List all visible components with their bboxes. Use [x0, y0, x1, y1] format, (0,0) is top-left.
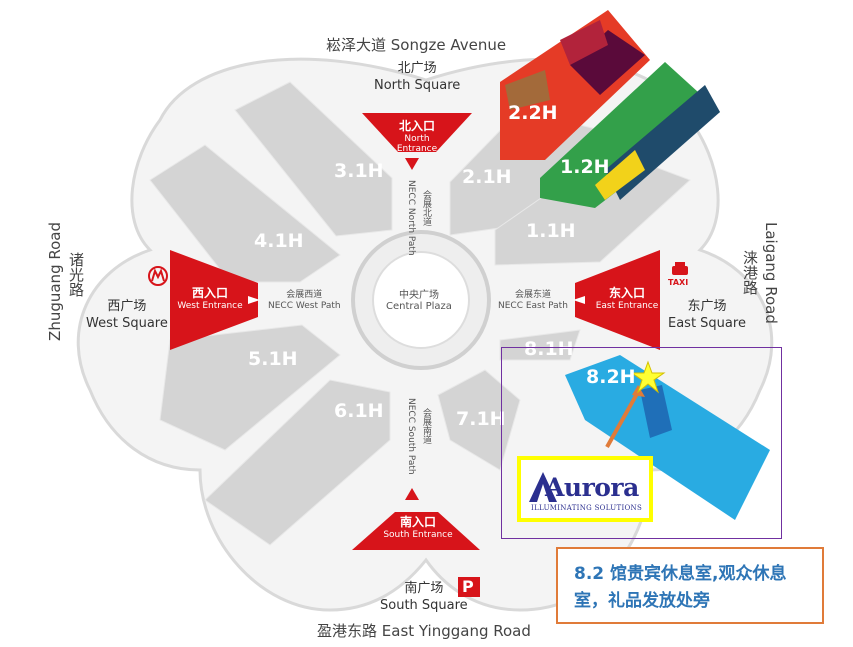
south-square-cn: 南广场 [404, 581, 444, 596]
west-square-cn: 西广场 [107, 299, 147, 314]
info-box: 8.2 馆贵宾休息室,观众休息室，礼品发放处旁 [556, 547, 824, 624]
hall-4-1 [149, 144, 341, 283]
west-entrance-cn: 西入口 [191, 286, 228, 300]
hall-8-2-highlight-frame [501, 347, 782, 539]
road-west-en: Zhuguang Road [46, 222, 64, 341]
north-path-cn: 会展北道 [421, 190, 431, 226]
taxi-icon [672, 262, 688, 275]
aurora-logo-box: Aurora ILLUMINATING SOLUTIONS [517, 456, 653, 522]
road-east-cn: 涞港路 [741, 250, 759, 295]
hall-8-2 [565, 355, 770, 520]
west-entrance-en: West Entrance [177, 301, 243, 311]
aurora-logo-word: Aurora [545, 473, 639, 502]
east-entrance-marker [575, 250, 660, 350]
central-plaza-ring [351, 230, 491, 370]
north-arrow-icon [405, 158, 419, 170]
hall-8-2-label: 8.2H [586, 366, 636, 388]
south-entrance-label: 南入口 South Entrance [374, 513, 462, 540]
south-arrow-icon [405, 488, 419, 500]
hall-2-1-label: 2.1H [462, 166, 512, 188]
road-east-en: Laigang Road [762, 222, 780, 324]
road-north: 崧泽大道 Songze Avenue [326, 36, 507, 54]
west-path-label: 会展西道 NECC West Path [268, 290, 341, 312]
south-path-cn: 会展南道 [421, 408, 431, 444]
road-west-cn: 诸光路 [67, 252, 85, 297]
south-path-en: NECC South Path [406, 398, 416, 475]
hall-5-1 [159, 324, 341, 451]
north-entrance-label: 北入口 North Entrance [392, 117, 442, 154]
hall-1-2-label: 1.2H [560, 156, 610, 178]
pointer-arrow [605, 391, 640, 448]
west-path-cn: 会展西道 [286, 290, 323, 300]
north-entrance-marker [362, 113, 472, 152]
east-square-label: 东广场 East Square [668, 298, 746, 332]
plaza-en: Central Plaza [386, 301, 452, 312]
hall-8-1-label: 8.1H [524, 338, 574, 360]
south-entrance-en: South Entrance [383, 530, 453, 540]
east-arrow-icon [573, 296, 585, 304]
road-south: 盈港东路 East Yinggang Road [317, 622, 531, 640]
hall-5-1-label: 5.1H [248, 348, 298, 370]
metro-icon [148, 266, 168, 286]
west-square-label: 西广场 West Square [86, 298, 168, 332]
north-entrance-en2: Entrance [396, 144, 438, 154]
south-entrance-marker [352, 512, 480, 550]
south-square-label: 南广场 South Square [380, 580, 468, 614]
hall-1-1-label: 1.1H [526, 220, 576, 242]
east-square-en: East Square [668, 316, 746, 331]
east-path-en: NECC East Path [498, 301, 568, 311]
hall-1-2 [540, 62, 720, 208]
east-path-label: 会展东道 NECC East Path [498, 290, 568, 312]
north-square-cn: 北广场 [397, 61, 437, 76]
info-text: 8.2 馆贵宾休息室,观众休息室，礼品发放处旁 [574, 564, 787, 611]
east-square-cn: 东广场 [687, 299, 727, 314]
hall-7-1 [437, 369, 521, 471]
hall-6-1 [204, 379, 391, 546]
hall-6-1-label: 6.1H [334, 400, 384, 422]
north-path-en: NECC North Path [406, 180, 416, 256]
hall-7-1-label: 7.1H [456, 408, 506, 430]
aurora-logo-icon [529, 472, 557, 502]
north-square-en: North Square [374, 78, 461, 93]
east-entrance-label: 东入口 East Entrance [592, 284, 662, 311]
hall-3-1 [234, 81, 393, 237]
east-entrance-en: East Entrance [595, 301, 659, 311]
north-entrance-en1: North [404, 134, 430, 144]
east-path-cn: 会展东道 [514, 290, 551, 300]
west-entrance-marker [170, 250, 258, 350]
parking-letter: P [462, 577, 474, 596]
west-entrance-label: 西入口 West Entrance [174, 284, 246, 311]
west-path-en: NECC West Path [268, 301, 341, 311]
south-entrance-cn: 南入口 [399, 515, 436, 529]
aurora-logo-tagline: ILLUMINATING SOLUTIONS [531, 504, 643, 512]
north-square-label: 北广场 North Square [374, 60, 460, 94]
hall-2-2-label: 2.2H [508, 102, 558, 124]
west-square-en: West Square [86, 316, 168, 331]
hall-8-1 [499, 329, 581, 361]
east-entrance-cn: 东入口 [608, 286, 645, 300]
hall-4-1-label: 4.1H [254, 230, 304, 252]
hall-3-1-label: 3.1H [334, 160, 384, 182]
hall-2-2 [500, 10, 650, 160]
south-square-en: South Square [380, 598, 468, 613]
plaza-cn: 中央广场 [398, 290, 439, 301]
north-entrance-cn: 北入口 [398, 119, 435, 133]
parking-icon [458, 577, 480, 597]
star-icon [630, 360, 666, 394]
west-arrow-icon [248, 296, 260, 304]
central-plaza-label: 中央广场 Central Plaza [386, 290, 452, 312]
taxi-label: TAXI [668, 278, 689, 287]
